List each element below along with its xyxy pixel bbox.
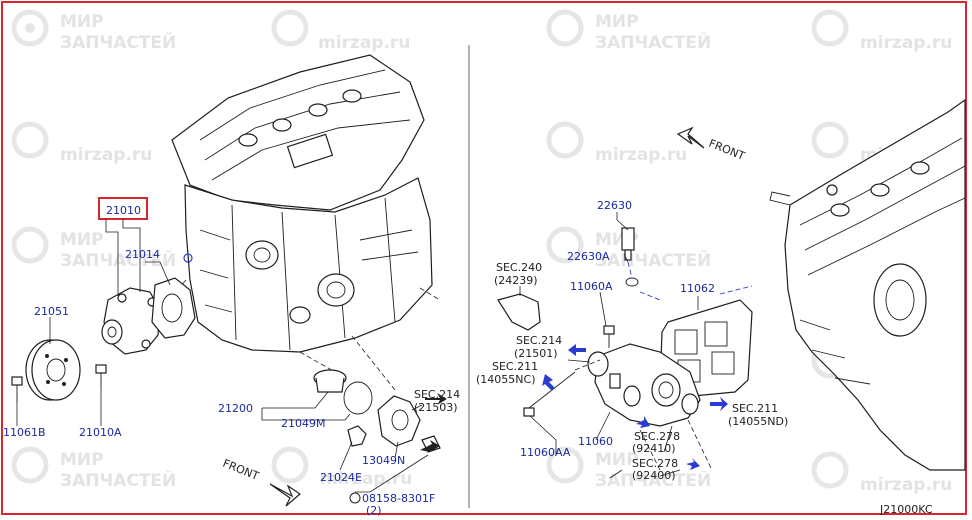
watermark-logo-icon [811, 451, 849, 489]
watermark-zapchastey: ЗАПЧАСТЕЙ [60, 31, 176, 53]
bolts-right [523, 325, 615, 417]
water-pump-pulley [25, 339, 81, 401]
label-11060aa: 11060AA [520, 446, 571, 459]
diagram-code: J21000KC [879, 503, 933, 516]
water-outlet-housing [587, 343, 701, 427]
label-21049m: 21049M [281, 417, 325, 430]
bracket-24239 [497, 293, 541, 331]
label-sec211-a: SEC.211 [492, 360, 538, 373]
watermark-logo-icon [11, 226, 49, 264]
watermark-logo-icon [11, 446, 49, 484]
watermark-logo-icon [546, 226, 584, 264]
bolts-left [11, 364, 107, 402]
part-labels: 21010 21014 21051 11061B 21010A 21200 21… [3, 137, 933, 517]
label-13049n: 13049N [362, 454, 405, 467]
black-arrow-icon [425, 393, 447, 405]
left-engine-illustration [167, 54, 441, 391]
watermark-site: mirzap.ru [60, 145, 152, 165]
label-11060: 11060 [578, 435, 613, 448]
watermark-zapchastey: ЗАПЧАСТЕЙ [60, 469, 176, 491]
blue-arrow-icon [636, 416, 650, 428]
label-22630: 22630 [597, 199, 632, 212]
thermostat-assembly [313, 369, 441, 453]
label-front-left: FRONT [221, 457, 261, 483]
label-sec211-b: SEC.211 [732, 402, 778, 415]
label-21051: 21051 [34, 305, 69, 318]
watermark-site: mirzap.ru [595, 145, 687, 165]
label-21200: 21200 [218, 402, 253, 415]
label-sec211-a-sub: (14055NC) [476, 373, 536, 386]
watermark-zapchastey: ЗАПЧАСТЕЙ [595, 249, 711, 271]
watermark-logo-icon [546, 121, 584, 159]
label-sec240-sub: (24239) [494, 274, 538, 287]
watermark-site: mirzap.ru [860, 475, 952, 495]
guide-lines-right [574, 261, 753, 471]
blue-arrow-icon [710, 397, 728, 411]
watermark-site: mirzap.ru [860, 33, 952, 53]
label-11062: 11062 [680, 282, 715, 295]
label-22630a: 22630A [567, 250, 610, 263]
circled-b-icon [349, 492, 361, 504]
blue-arrows [542, 344, 728, 479]
front-arrow-left [269, 483, 301, 507]
label-sec240: SEC.240 [496, 261, 542, 274]
label-08158-sub: (2) [366, 504, 382, 517]
watermark-logo-icon [271, 9, 309, 47]
watermark-logo-icon [11, 121, 49, 159]
label-sec278-b: SEC.278 [632, 457, 678, 470]
label-front-right: FRONT [707, 137, 747, 163]
watermark-site: mirzap.ru [320, 469, 412, 489]
leaders-right [519, 212, 699, 477]
label-sec278-a: SEC.278 [634, 430, 680, 443]
watermark-mir: МИР [60, 230, 104, 250]
label-21014: 21014 [125, 248, 160, 261]
watermark-logo-icon [811, 9, 849, 47]
label-21024e: 21024E [320, 471, 362, 484]
label-sec214-a-sub: (21503) [414, 401, 458, 414]
water-pump-gasket [151, 277, 196, 339]
watermark-zapchastey: ЗАПЧАСТЕЙ [595, 31, 711, 53]
watermark-logo-icon [11, 9, 49, 47]
label-sec214-b: SEC.214 [516, 334, 562, 347]
watermark-mir: МИР [595, 450, 639, 470]
label-11061b: 11061B [3, 426, 46, 439]
leaders-left [16, 219, 429, 493]
label-sec214-a: SEC.214 [414, 388, 460, 401]
watermark-logo-icon [811, 121, 849, 159]
water-pump [101, 287, 161, 355]
label-sec278-a-sub: (92410) [632, 442, 676, 455]
blue-arrow-icon [686, 458, 700, 470]
watermark-zapchastey: ЗАПЧАСТЕЙ [595, 469, 711, 491]
label-sec214-b-sub: (21501) [514, 347, 558, 360]
label-sec211-b-sub: (14055ND) [728, 415, 788, 428]
black-arrow-icon [420, 440, 440, 452]
watermark-logo-icon [546, 9, 584, 47]
label-08158-8301f: 08158-8301F [362, 492, 435, 505]
watermark-logo-icon [546, 446, 584, 484]
watermark-site: mirzap.ru [318, 33, 410, 53]
label-21010: 21010 [106, 204, 141, 217]
right-engine-illustration [769, 98, 966, 471]
label-21010a: 21010A [79, 426, 122, 439]
label-sec278-b-sub: (92400) [632, 469, 676, 482]
watermark-logo-icon [271, 446, 309, 484]
watermark-mir: МИР [60, 12, 104, 32]
watermark-mir: МИР [595, 12, 639, 32]
watermark-mir: МИР [60, 450, 104, 470]
blue-arrow-icon [568, 344, 586, 356]
front-arrow-right [676, 126, 705, 149]
temp-sensor [621, 227, 639, 287]
label-11060a: 11060A [570, 280, 613, 293]
blue-arrow-icon [542, 374, 555, 390]
